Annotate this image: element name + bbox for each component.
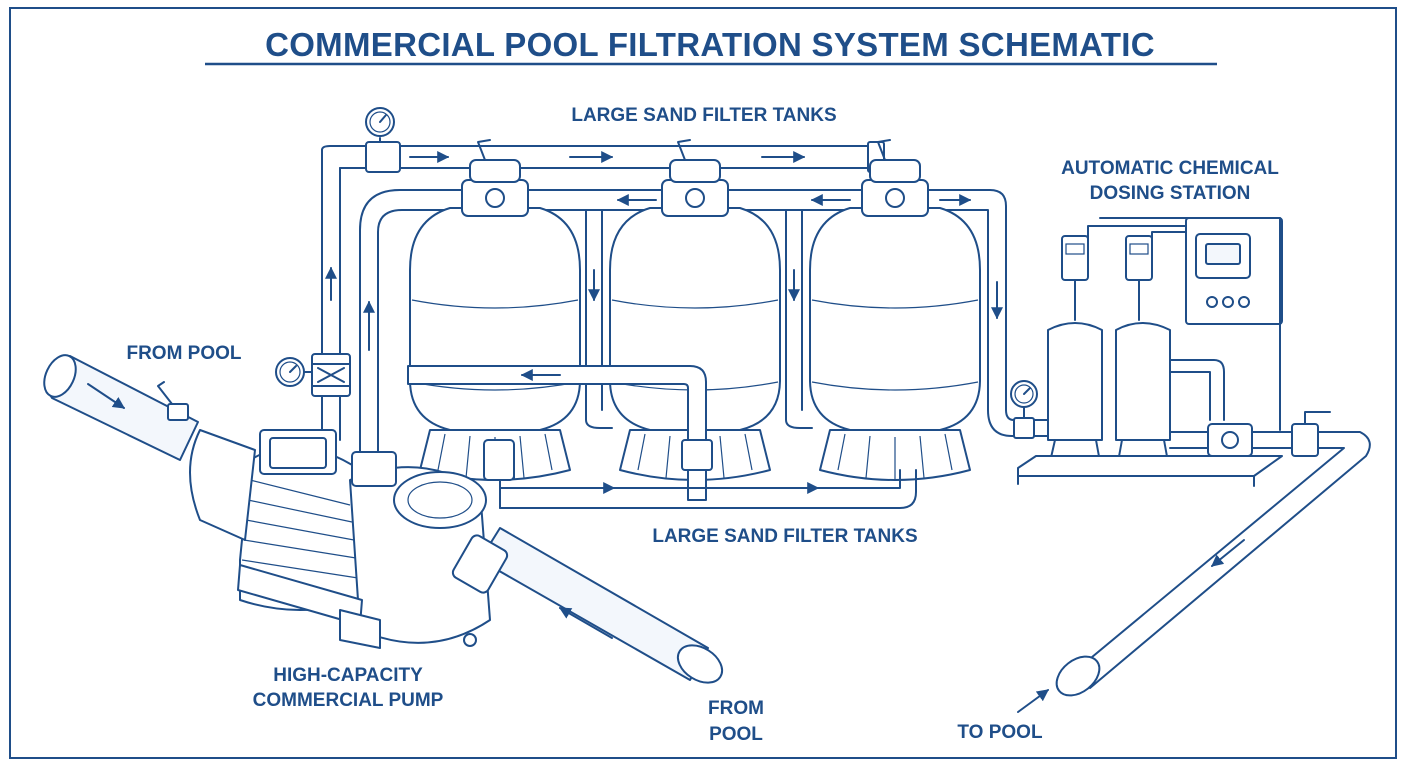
riser-valve-icon [311,353,351,397]
label-pump-line1: HIGH-CAPACITY [273,665,423,686]
label-from-pool-bottom-line2: POOL [709,724,763,745]
inlet-pipe-left [43,354,199,461]
dosing-pressure-gauge-icon [987,380,1049,439]
label-filters-bottom: LARGE SAND FILTER TANKS [652,526,917,547]
diagram-frame [9,7,1397,759]
label-filters-top: LARGE SAND FILTER TANKS [571,105,836,126]
dosing-station [1017,217,1283,487]
pressure-gauge-icon [365,107,395,143]
label-dosing-line2: DOSING STATION [1090,183,1251,204]
return-header-pipe [325,189,1007,461]
label-to-pool: TO POOL [957,722,1043,743]
commercial-pump [189,429,491,649]
bottom-collector-pipe [483,439,917,509]
label-dosing-line1: AUTOMATIC CHEMICAL [1061,158,1279,179]
page-title: COMMERCIAL POOL FILTRATION SYSTEM SCHEMA… [265,26,1155,63]
label-from-pool-bottom-line1: FROM [708,698,764,719]
inlet-pipe-bottom [451,527,724,684]
backwash-pipe [407,365,713,501]
outlet-pipe-to-pool [1017,411,1371,713]
label-from-pool-left: FROM POOL [126,343,241,364]
pump-riser-pipe [351,439,397,487]
label-pump-line2: COMMERCIAL PUMP [253,690,444,711]
riser-pressure-gauge-icon [275,357,313,387]
tank-interconnect-pipes [585,209,813,429]
